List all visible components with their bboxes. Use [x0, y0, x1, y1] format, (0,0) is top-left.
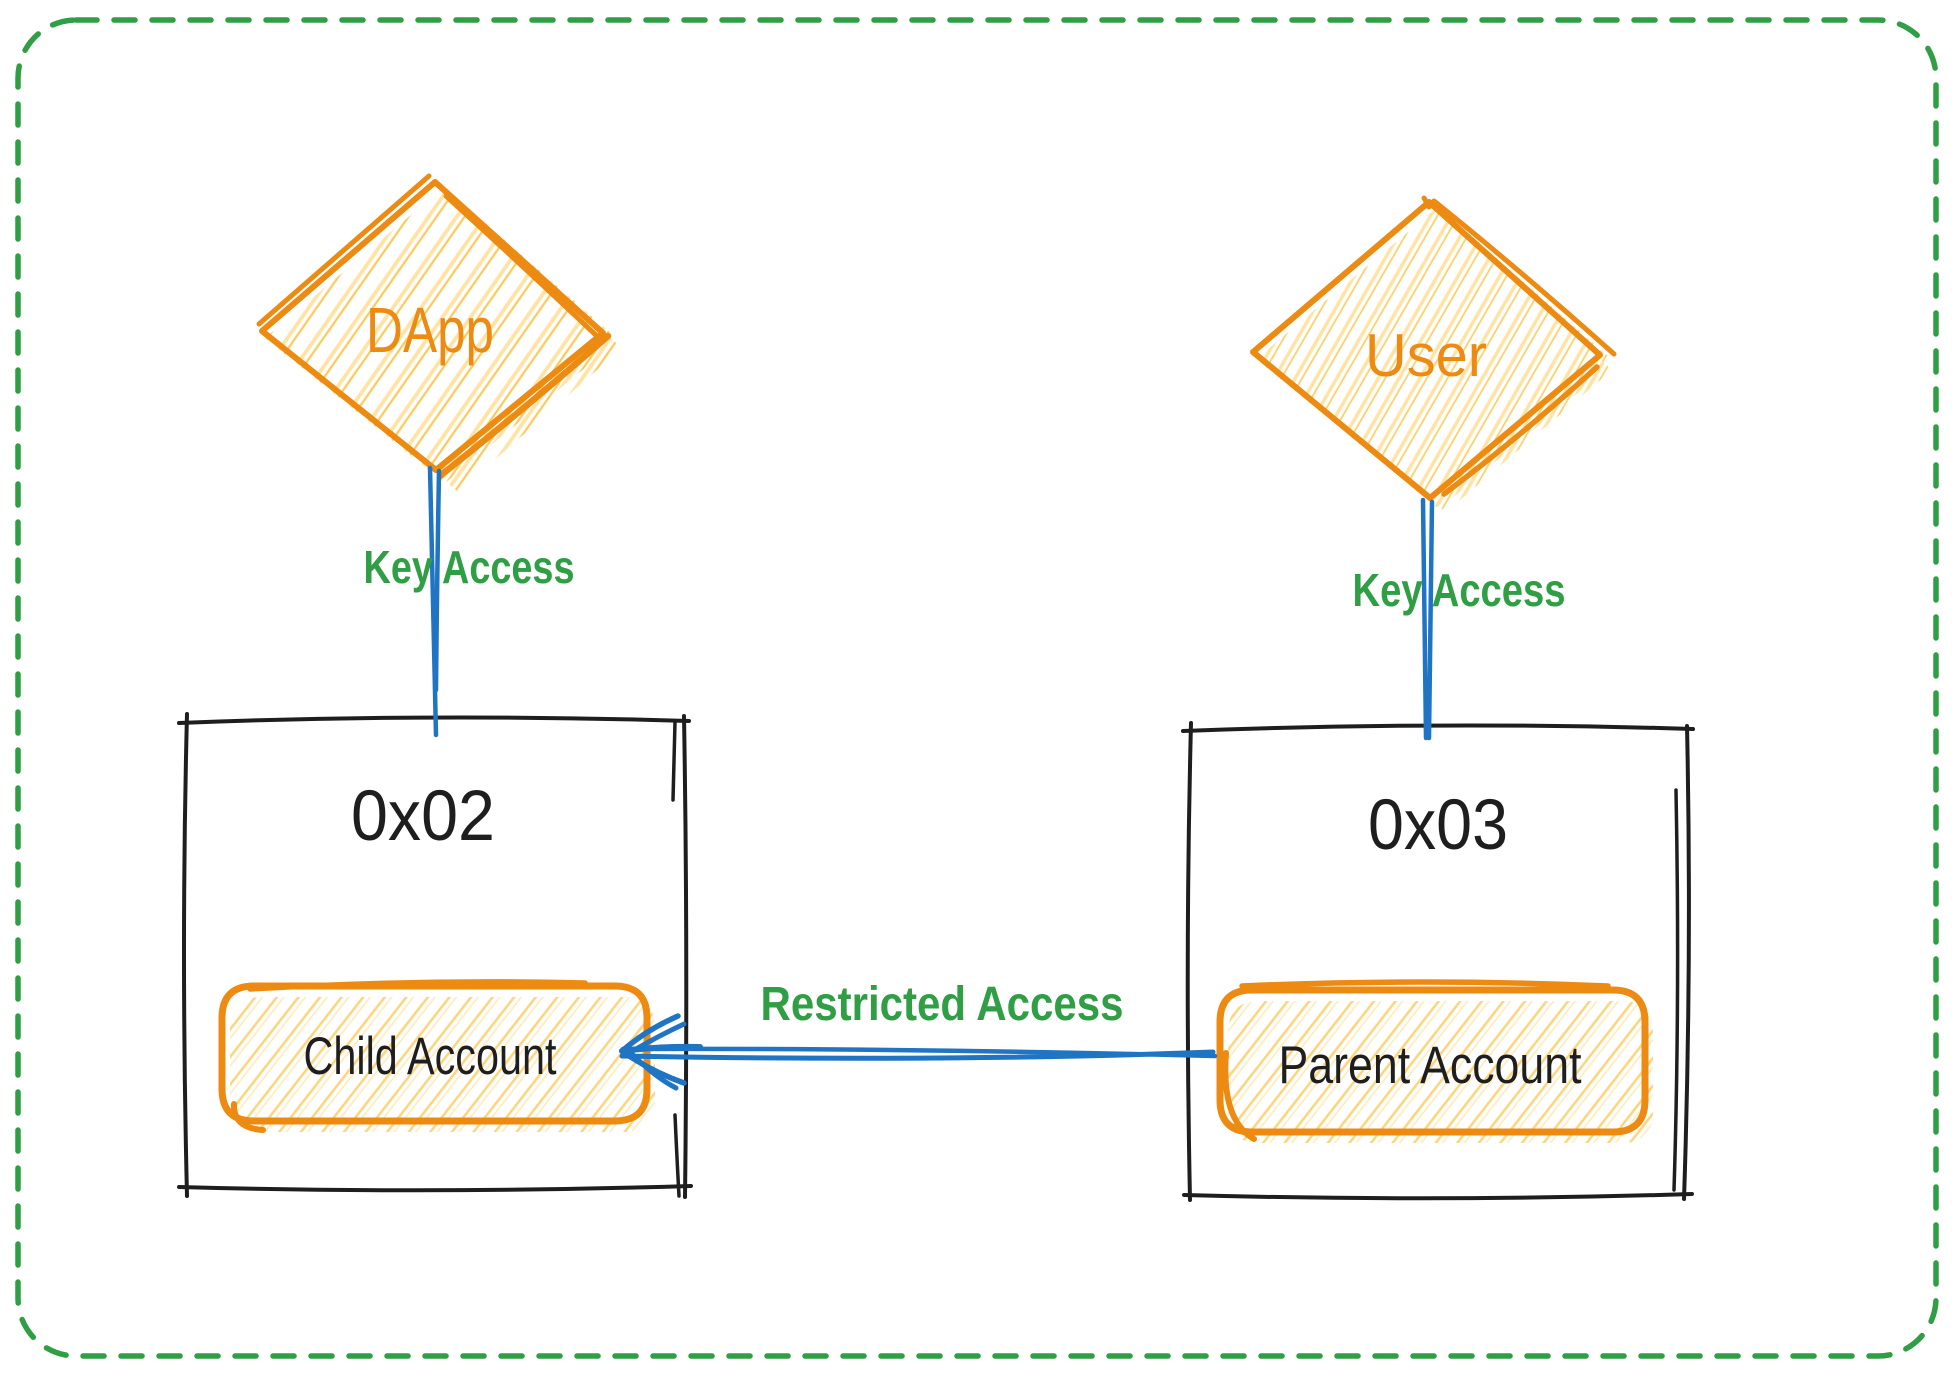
svg-text:DApp: DApp: [366, 294, 494, 366]
svg-text:Key Access: Key Access: [364, 541, 575, 593]
svg-text:Child Account: Child Account: [304, 1027, 557, 1086]
svg-text:User: User: [1365, 322, 1487, 389]
svg-text:Parent Account: Parent Account: [1279, 1036, 1582, 1095]
svg-text:0x02: 0x02: [351, 777, 495, 856]
svg-text:0x03: 0x03: [1368, 786, 1508, 865]
svg-text:Key Access: Key Access: [1353, 564, 1566, 616]
svg-text:Restricted Access: Restricted Access: [761, 978, 1124, 1031]
